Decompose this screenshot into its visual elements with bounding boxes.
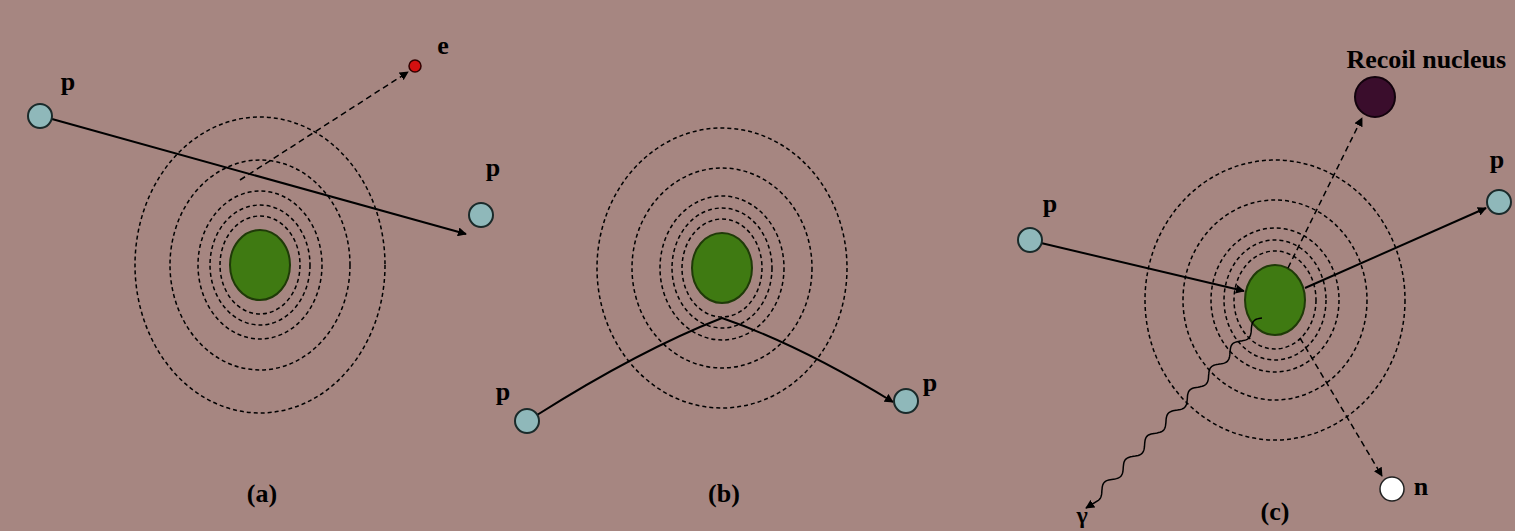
particle-label: γ [1076,503,1087,527]
proton-path [1041,243,1244,291]
neutron-path [1300,338,1382,476]
panel-label: (b) [708,481,740,507]
shell-rings [597,128,847,408]
panel-label: (a) [247,481,277,507]
proton-path [1305,208,1486,288]
recoil-path [1288,118,1362,268]
proton [894,389,918,413]
proton [469,203,493,227]
nucleus [692,233,752,303]
proton-path [52,119,466,234]
particle-label: p [1490,147,1504,173]
proton [1018,228,1042,252]
callout-label: Recoil nucleus [1346,47,1506,73]
shell-rings [135,117,385,413]
panel-label: (c) [1261,499,1290,525]
proton [28,104,52,128]
proton [1487,190,1511,214]
electron [409,60,421,72]
electron-path [240,72,408,180]
proton-path [537,318,893,415]
neutron [1380,477,1404,501]
particle-label: p [496,379,510,405]
proton [515,409,539,433]
particle-label: p [61,69,75,95]
nucleus [1245,265,1305,335]
gamma-ray [1086,318,1262,508]
nucleus [230,230,290,300]
particle-label: n [1414,474,1428,500]
recoil-nucleus [1355,77,1395,117]
particle-label: p [1043,191,1057,217]
shell-rings [1145,160,1405,440]
particle-label: p [486,155,500,181]
particle-label: p [923,370,937,396]
particle-label: e [437,33,449,59]
